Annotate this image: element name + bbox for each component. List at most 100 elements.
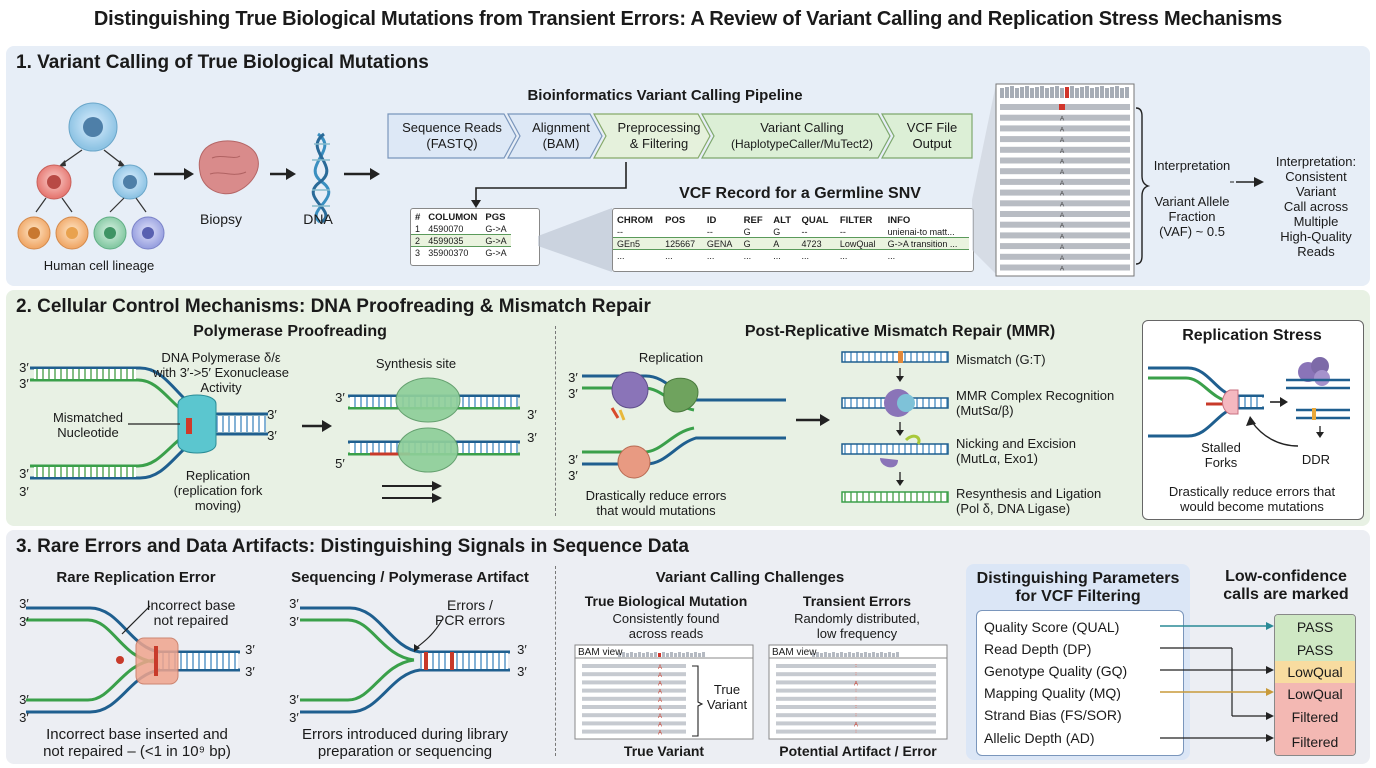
read-base: A	[1060, 233, 1065, 240]
coverage-bar	[1000, 88, 1004, 98]
strand-end-label: 3′	[19, 360, 29, 375]
read-row	[1000, 211, 1130, 217]
replication-stress-diagram	[1148, 357, 1350, 447]
coverage-bar	[1050, 87, 1054, 98]
coverage-bar	[844, 653, 847, 657]
pipeline-title: Bioinformatics Variant Calling Pipeline	[527, 87, 803, 104]
read-base: A	[658, 722, 662, 728]
replisome-icon	[611, 371, 699, 479]
coverage-bar	[872, 652, 875, 657]
coverage-bar	[622, 652, 625, 657]
coverage-bar	[1030, 88, 1034, 98]
strand-end-label: 3′	[517, 642, 527, 657]
coverage-bar	[1115, 86, 1119, 98]
coverage-bar	[686, 652, 689, 657]
daughter-cell-blue	[112, 164, 148, 200]
coverage-bar	[836, 653, 839, 657]
pipeline-step-preprocessing: Preprocessing& Filtering	[617, 120, 701, 151]
read-row	[1000, 232, 1130, 239]
strand-end-label: 5′	[335, 456, 345, 471]
stalled-fork-icon	[1222, 389, 1239, 415]
mmr-complex-icon	[884, 389, 915, 417]
coverage-bar	[1100, 86, 1104, 98]
read-row	[582, 729, 686, 734]
strand-end-label: 3′	[289, 710, 299, 725]
coverage-bar	[1010, 86, 1014, 98]
progeny-cells	[17, 216, 165, 250]
read-row	[582, 688, 686, 693]
section-3-title: 3. Rare Errors and Data Artifacts: Disti…	[16, 536, 689, 557]
lineage-label: Human cell lineage	[43, 258, 155, 273]
coverage-bar	[848, 652, 851, 657]
read-row	[776, 729, 936, 734]
artifact-callout: Errors /PCR errors	[434, 597, 505, 628]
read-base: A	[1060, 137, 1065, 144]
read-base: A	[658, 673, 662, 679]
interpretation-arrow	[1236, 177, 1264, 187]
strand-end-label: 3′	[289, 614, 299, 629]
pipeline-chevrons	[387, 113, 973, 159]
coverage-bar	[642, 653, 645, 657]
mmr-replication-diagram	[582, 371, 830, 479]
coverage-bar	[618, 653, 621, 657]
coverage-bar	[868, 653, 871, 657]
pipeline-step-reads: Sequence Reads(FASTQ)	[402, 120, 502, 151]
read-base: A	[1060, 244, 1065, 251]
strand-end-label: 3′	[527, 430, 537, 445]
coverage-bar	[880, 652, 883, 657]
coverage-bar	[1060, 88, 1064, 98]
coverage-bar	[1015, 88, 1019, 98]
strand-end-label: 3′	[335, 390, 345, 405]
param-dp: Read Depth (DP)	[984, 641, 1092, 657]
read-row	[1000, 221, 1130, 228]
read-row	[1000, 157, 1130, 164]
coverage-bar	[662, 652, 665, 657]
cell-lineage-diagram	[17, 102, 165, 250]
read-base: A	[658, 731, 662, 737]
coverage-bar	[1070, 86, 1074, 98]
read-base: A	[1060, 201, 1065, 208]
read-base: A	[854, 722, 858, 728]
read-rows: AA	[776, 664, 936, 734]
read-base: A	[1060, 126, 1065, 133]
synthesis-polymerase-icon	[395, 377, 461, 473]
coverage-bar	[1055, 86, 1059, 98]
coverage-bar	[864, 652, 867, 657]
transient-errors-sub: Randomly distributed,low frequency	[794, 611, 920, 641]
strand-end-label: 3′	[19, 596, 29, 611]
proofreading-diagram	[30, 366, 520, 503]
coverage-bar	[1025, 86, 1029, 98]
strand-end-label: 3′	[245, 664, 255, 679]
strand-end-label: 3′	[527, 407, 537, 422]
coverage-bars	[1000, 86, 1129, 98]
call-status-pass: PASS	[1275, 639, 1355, 661]
read-base: A	[658, 690, 662, 696]
coverage-bar	[1075, 88, 1079, 98]
bam-view-label: BAM view	[578, 647, 623, 658]
coverage-bar	[674, 653, 677, 657]
coverage-bar	[670, 652, 673, 657]
coverage-bar	[1045, 88, 1049, 98]
read-row	[1000, 264, 1130, 271]
param-to-call-arrows	[1160, 622, 1274, 742]
dna-helix-icon	[311, 132, 331, 224]
read-base: A	[1060, 255, 1065, 262]
call-status-filtered: Filtered	[1275, 729, 1355, 755]
coverage-bar	[1120, 88, 1124, 98]
coverage-bar	[634, 653, 637, 657]
error-fork-diagrams	[26, 605, 510, 714]
coverage-bar	[678, 652, 681, 657]
coverage-bar	[816, 652, 819, 657]
page-title: Distinguishing True Biological Mutations…	[93, 8, 1283, 30]
param-qual: Quality Score (QUAL)	[984, 619, 1120, 635]
coverage-bar	[1005, 87, 1009, 98]
coverage-bar	[812, 653, 815, 657]
bam-pileup-large: AAAAAAAAAAAAAAAA	[972, 83, 1135, 277]
parameters-list	[976, 610, 1184, 756]
sample-flow	[154, 132, 380, 224]
strand-end-label: 3′	[289, 596, 299, 611]
